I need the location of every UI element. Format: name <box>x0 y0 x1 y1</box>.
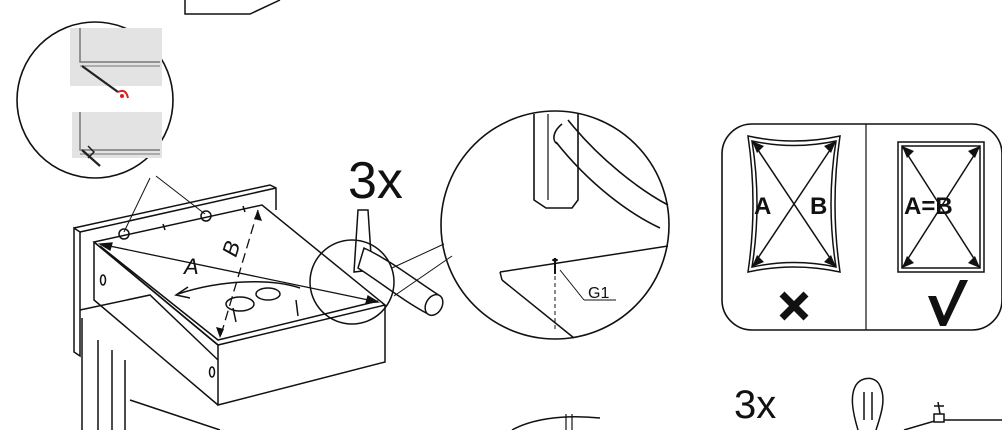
detail-marker-circle <box>309 239 395 325</box>
wrong-arrowheads <box>752 141 836 267</box>
diagonal-b-arrowhead-bottom <box>216 327 224 338</box>
wrong-label-a: A <box>754 193 771 220</box>
diagonal-b-arrow <box>219 209 259 339</box>
diagonal-check-panel: A B A=B <box>721 123 1002 331</box>
cabinet-assembly <box>73 184 387 430</box>
part-label-g1: G1 <box>588 285 609 302</box>
right-label-equal: A=B <box>904 193 953 220</box>
right-arrowheads <box>902 146 980 268</box>
diagonal-b-arrowhead-top <box>254 210 262 221</box>
label-diagonal-a: A <box>182 254 199 279</box>
wrong-label-b: B <box>810 193 827 220</box>
quantity-label-main: 3x <box>348 152 403 210</box>
panel-right-square <box>897 141 985 273</box>
cross-icon <box>779 291 809 321</box>
quantity-label-bottom: 3x <box>734 383 776 427</box>
top-partial-panel <box>184 0 281 15</box>
rotate-arrow <box>174 281 301 323</box>
screwdriver-icon <box>851 377 1002 430</box>
detail-inset-hammer <box>391 110 670 340</box>
detail-inset-nail-angle <box>16 21 206 233</box>
check-icon <box>928 280 968 326</box>
detail-inset-bottom-partial <box>511 416 601 430</box>
hammer-icon <box>353 209 444 317</box>
